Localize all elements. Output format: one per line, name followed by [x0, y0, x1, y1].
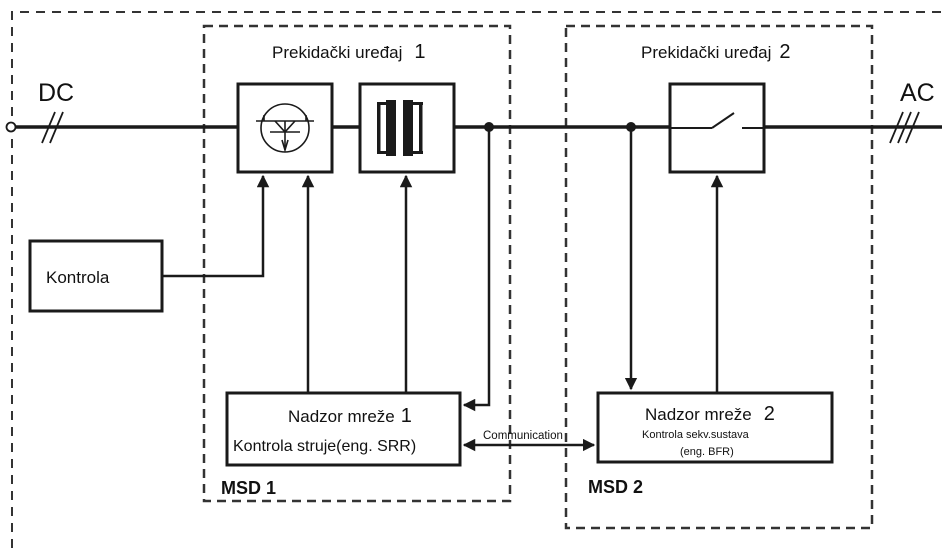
communication-label: Communication [483, 430, 563, 442]
dc-terminal [5, 121, 17, 133]
switch-icon [670, 112, 764, 129]
monitor1-block [225, 391, 462, 467]
control-block [28, 239, 164, 313]
msd2-label: MSD 2 [588, 477, 643, 497]
msd2-region [564, 24, 874, 530]
monitor2-block [596, 391, 834, 464]
system-boundary [11, 11, 942, 548]
transformer-icon [377, 100, 423, 156]
msd1-region [202, 24, 512, 503]
dc-label: DC [38, 79, 74, 107]
dc-phase-marks [41, 111, 64, 144]
monitor2-line2: Kontrola sekv.sustava [642, 429, 750, 441]
bus-to-monitor1-arrow [462, 127, 491, 412]
monitor1-subtitle: Kontrola struje(eng. SRR) [233, 438, 416, 455]
ac-phase-marks [889, 111, 920, 144]
control-label: Kontrola [46, 268, 110, 287]
ac-label: AC [900, 79, 935, 107]
msd1-label: MSD 1 [221, 478, 276, 498]
transistor-icon [256, 103, 314, 153]
control-to-converter-arrow [162, 174, 270, 278]
monitor2-line3: (eng. BFR) [680, 446, 734, 458]
